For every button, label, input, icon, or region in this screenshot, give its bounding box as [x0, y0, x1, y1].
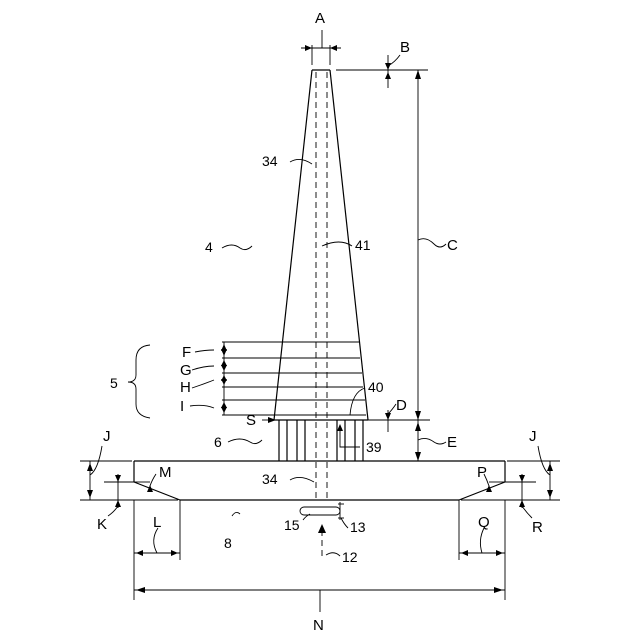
- label-G: G: [180, 362, 192, 379]
- marks-M-P: [147, 474, 492, 492]
- dim-B: [336, 55, 428, 88]
- ref-5: 5: [110, 375, 118, 391]
- label-J-left: J: [103, 428, 111, 445]
- label-J-right: J: [529, 428, 537, 445]
- ref-leaders: [222, 159, 360, 528]
- ref-12: 12: [342, 549, 358, 565]
- dim-N: [134, 560, 505, 612]
- label-B: B: [400, 39, 410, 56]
- label-P: P: [477, 464, 487, 481]
- legs: [279, 420, 363, 461]
- bolt-assembly: [300, 502, 344, 560]
- base-plate: [134, 461, 505, 500]
- ref-34-base: 34: [262, 471, 278, 487]
- ref-8: 8: [224, 535, 232, 551]
- dim-C: [415, 70, 446, 420]
- label-H: H: [180, 379, 191, 396]
- label-R: R: [532, 519, 543, 536]
- ref-34-top: 34: [262, 153, 278, 169]
- label-F: F: [182, 344, 191, 361]
- ref-15: 15: [284, 517, 300, 533]
- ref-40: 40: [368, 379, 384, 395]
- label-K: K: [97, 516, 107, 533]
- ref-39: 39: [366, 439, 382, 455]
- ref-13: 13: [350, 519, 366, 535]
- label-E: E: [447, 434, 457, 451]
- label-M: M: [159, 464, 172, 481]
- dim-A: [301, 30, 341, 65]
- ref-12-leader: [326, 553, 340, 556]
- label-I: I: [180, 398, 184, 415]
- ref-41: 41: [355, 237, 371, 253]
- label-Q: Q: [478, 514, 490, 531]
- label-D: D: [396, 397, 407, 414]
- label-C: C: [447, 237, 458, 254]
- label-A: A: [315, 10, 325, 27]
- ref-4: 4: [205, 239, 213, 255]
- dim-FGHI: [128, 342, 282, 418]
- label-L: L: [153, 514, 161, 531]
- dim-E: [415, 420, 446, 461]
- cone-body: [274, 70, 368, 500]
- label-S: S: [246, 412, 256, 429]
- label-N: N: [313, 617, 324, 634]
- ref-6: 6: [214, 434, 222, 450]
